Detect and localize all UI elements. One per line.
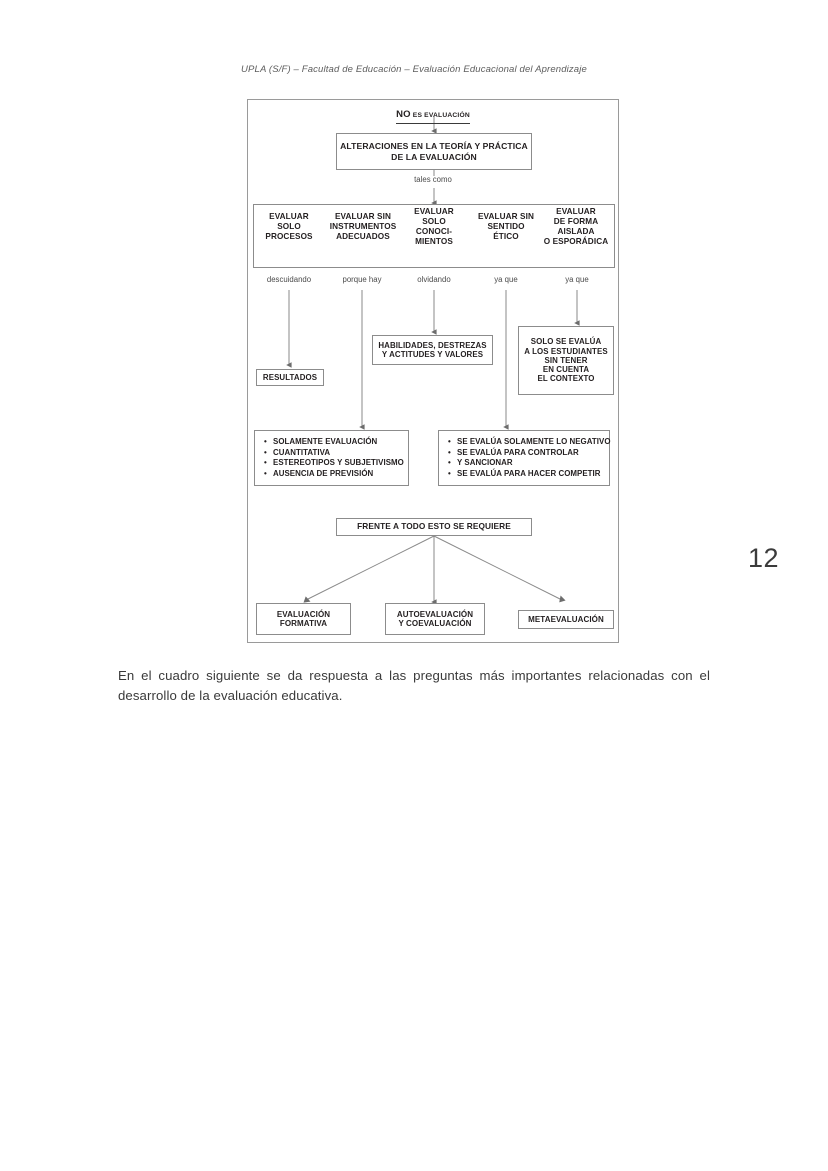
node-alteraciones-line2: DE LA EVALUACIÓN bbox=[391, 151, 477, 162]
column-header-3: EVALUAR SOLO CONOCI- MIENTOS bbox=[414, 207, 454, 246]
node-habilidades: HABILIDADES, DESTREZAS Y ACTITUDES Y VAL… bbox=[372, 335, 493, 365]
bullet-continuation: CUANTITATIVA bbox=[264, 448, 402, 459]
node-evaluacion-formativa: EVALUACIÓN FORMATIVA bbox=[256, 603, 351, 635]
figure-title-rest: ES EVALUACIÓN bbox=[410, 112, 470, 119]
connector-label-olvidando: olvidando bbox=[417, 275, 451, 284]
node-alteraciones: ALTERACIONES EN LA TEORÍA Y PRÁCTICA DE … bbox=[336, 133, 532, 170]
node-solo-se-evalua: SOLO SE EVALÚA A LOS ESTUDIANTES SIN TEN… bbox=[518, 326, 614, 395]
bullet-item: AUSENCIA DE PREVISIÓN bbox=[264, 469, 402, 480]
running-head: UPLA (S/F) – Facultad de Educación – Eva… bbox=[241, 64, 587, 75]
node-alteraciones-line1: ALTERACIONES EN LA TEORÍA Y PRÁCTICA bbox=[340, 141, 528, 152]
connector-label-ya-que-1: ya que bbox=[494, 275, 518, 284]
node-metaevaluacion: METAEVALUACIÓN bbox=[518, 610, 614, 629]
node-bullets-right: SE EVALÚA SOLAMENTE LO NEGATIVO SE EVALÚ… bbox=[438, 430, 610, 486]
column-header-4: EVALUAR SIN SENTIDO ÉTICO bbox=[478, 212, 534, 241]
body-paragraph: En el cuadro siguiente se da respuesta a… bbox=[118, 668, 710, 704]
connector-label-ya-que-2: ya que bbox=[565, 275, 589, 284]
column-header-1: EVALUAR SOLO PROCESOS bbox=[265, 212, 313, 241]
bullet-item: SE EVALÚA PARA HACER COMPETIR bbox=[448, 469, 603, 480]
figure-title: NO ES EVALUACIÓN bbox=[248, 104, 618, 124]
connector-label-tales-como: tales como bbox=[414, 175, 452, 184]
node-autoevaluacion-y-coevaluacion: AUTOEVALUACIÓN Y COEVALUACIÓN bbox=[385, 603, 485, 635]
column-header-5: EVALUAR DE FORMA AISLADA O ESPORÁDICA bbox=[543, 207, 609, 246]
node-resultados: RESULTADOS bbox=[256, 369, 324, 386]
figure-title-strong: NO bbox=[396, 109, 411, 120]
node-frente-a-todo-esto: FRENTE A TODO ESTO SE REQUIERE bbox=[336, 518, 532, 536]
bullet-item: ESTEREOTIPOS Y SUBJETIVISMO bbox=[264, 458, 404, 469]
bullet-item: SE EVALÚA PARA CONTROLAR bbox=[448, 448, 603, 459]
bullet-item: SOLAMENTE EVALUACIÓN bbox=[264, 437, 402, 448]
connector-label-porque-hay: porque hay bbox=[342, 275, 382, 284]
page-number: 12 bbox=[748, 543, 780, 573]
bullet-item: SE EVALÚA SOLAMENTE LO NEGATIVO bbox=[448, 437, 610, 448]
flowchart-figure: NO ES EVALUACIÓN ALTERACIONES EN LA TEOR… bbox=[247, 99, 619, 643]
connector-label-descuidando: descuidando bbox=[266, 275, 312, 284]
node-columns-container bbox=[253, 204, 615, 268]
node-bullets-left: SOLAMENTE EVALUACIÓN CUANTITATIVA ESTERE… bbox=[254, 430, 409, 486]
column-header-2: EVALUAR SIN INSTRUMENTOS ADECUADOS bbox=[329, 212, 397, 241]
bullet-continuation: Y SANCIONAR bbox=[448, 458, 603, 469]
